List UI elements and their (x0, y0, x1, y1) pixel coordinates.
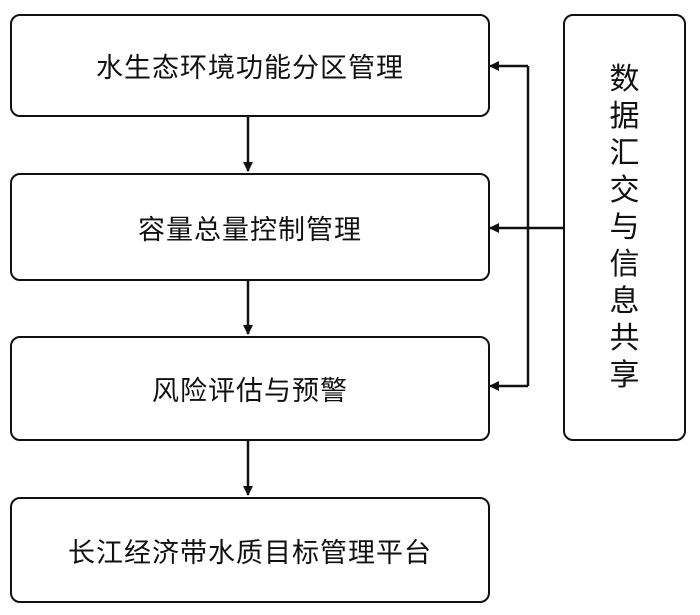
side-char: 汇 (609, 136, 640, 171)
box-risk-assessment: 风险评估与预警 (10, 336, 490, 441)
box-platform: 长江经济带水质目标管理平台 (10, 497, 490, 603)
box-capacity-control: 容量总量控制管理 (10, 173, 490, 281)
side-char: 交 (609, 173, 640, 208)
box-data-sharing: 数 据 汇 交 与 信 息 共 享 (563, 14, 686, 441)
side-char: 与 (609, 210, 640, 245)
side-char: 信 (609, 247, 640, 282)
box-functional-zoning-label: 水生态环境功能分区管理 (96, 53, 404, 84)
side-char: 共 (609, 321, 640, 356)
box-platform-label: 长江经济带水质目标管理平台 (68, 537, 432, 569)
side-char: 据 (609, 99, 640, 134)
box-capacity-control-label: 容量总量控制管理 (138, 214, 362, 246)
side-char: 息 (609, 284, 640, 319)
side-char: 数 (609, 62, 640, 97)
side-char: 享 (609, 358, 640, 393)
box-functional-zoning: 水生态环境功能分区管理 (10, 14, 490, 117)
box-risk-assessment-label: 风险评估与预警 (152, 376, 348, 407)
